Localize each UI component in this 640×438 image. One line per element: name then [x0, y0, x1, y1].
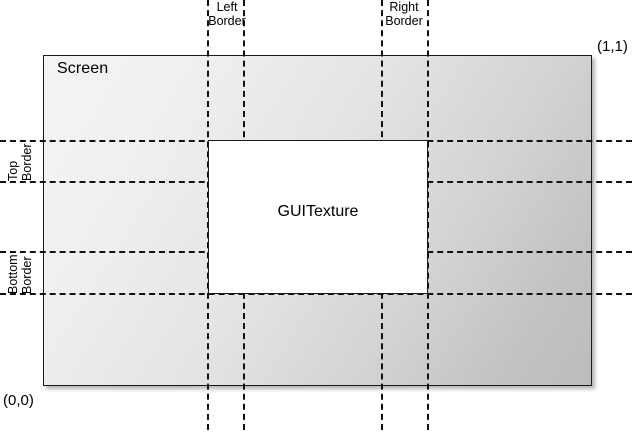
guide-line-horizontal-bottom-outer [0, 293, 632, 295]
coordinate-bottom-left: (0,0) [3, 392, 34, 409]
guitexture-rectangle [208, 140, 428, 294]
label-top-border-line1: Top [6, 160, 20, 181]
coordinate-top-right: (1,1) [597, 38, 628, 55]
label-left-border-line2: Border [208, 14, 246, 28]
label-bottom-border-line2: Border [20, 256, 34, 294]
guitexture-label: GUITexture [277, 203, 359, 220]
label-left-border: Left Border [182, 0, 272, 28]
screen-label: Screen [57, 60, 109, 77]
label-right-border: Right Border [359, 0, 449, 28]
label-bottom-border-line1: Bottom [6, 254, 20, 294]
label-right-border-line1: Right [389, 0, 419, 14]
label-top-border-line2: Border [20, 143, 34, 181]
label-left-border-line1: Left [216, 0, 238, 14]
guide-line-vertical-right-outer [427, 0, 429, 430]
label-right-border-line2: Border [385, 14, 423, 28]
